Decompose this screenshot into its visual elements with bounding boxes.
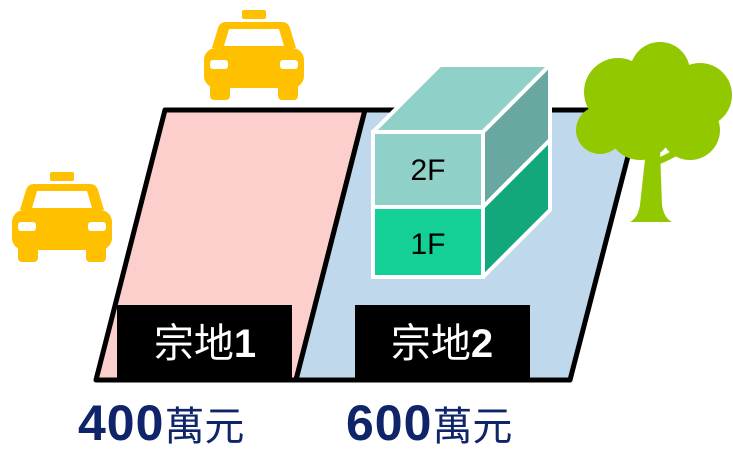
lot-2-price-number: 600: [346, 395, 433, 451]
building: 2F 1F: [371, 63, 552, 279]
lot-1-label: 宗地1: [117, 305, 292, 380]
floor-2f-label: 2F: [410, 154, 445, 187]
lot-1-label-number: 1: [234, 322, 256, 366]
floor-1f-label: 1F: [410, 228, 445, 261]
lot-1-price: 400萬元: [78, 398, 244, 458]
taxi-icon: [204, 10, 304, 100]
tree-icon: [576, 42, 732, 222]
lot-2-price: 600萬元: [346, 398, 512, 458]
lot-1-label-text: 宗地: [154, 321, 234, 367]
svg-text:宗地1: 宗地1: [154, 321, 256, 367]
taxi-icon: [12, 172, 112, 262]
lot-1-price-unit: 萬元: [164, 404, 245, 450]
lot-2-price-unit: 萬元: [432, 404, 513, 450]
floor-2f-front: [371, 130, 485, 209]
floor-1f-front: [371, 205, 485, 279]
lot-1-price-number: 400: [78, 395, 165, 451]
lot-2-label-text: 宗地: [391, 321, 471, 367]
lot-2-label: 宗地2: [355, 305, 530, 380]
svg-text:宗地2: 宗地2: [391, 321, 493, 367]
lot-2-label-number: 2: [471, 322, 493, 366]
